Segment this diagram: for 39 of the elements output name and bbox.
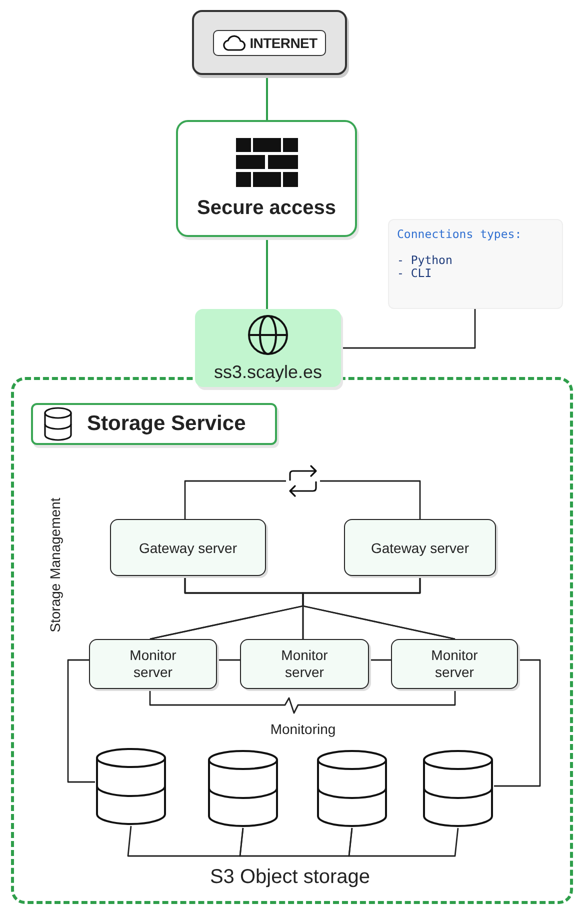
list-item: - Python <box>397 254 452 267</box>
connector-line <box>266 75 268 120</box>
database-cylinder <box>422 750 494 828</box>
connector-line <box>184 480 421 519</box>
node-label: Gateway server <box>370 540 470 556</box>
connector-line <box>67 659 95 783</box>
node-label: ss3.scayle.es <box>214 362 322 382</box>
connector-line <box>348 828 459 857</box>
connector-line <box>266 237 268 309</box>
connector-line <box>494 659 541 787</box>
node-label: Gateway server <box>138 540 238 556</box>
database-cylinder <box>316 750 388 828</box>
note-card <box>388 219 563 309</box>
vertical-label: Storage Management <box>47 496 63 634</box>
gateway-server-box <box>344 519 496 576</box>
section-caption: S3 Object storage <box>208 866 372 889</box>
node-label: Secure access <box>196 196 336 220</box>
note-heading: Connections types: <box>397 228 522 241</box>
database-cylinder <box>95 748 167 826</box>
monitor-server-box <box>89 639 217 689</box>
connector-line <box>302 576 456 640</box>
database-cylinder <box>207 750 279 828</box>
node-label: INTERNET <box>250 34 318 50</box>
gateway-server-box <box>110 519 266 576</box>
connector-line <box>369 659 391 661</box>
secure-access-box <box>176 120 357 237</box>
connector-line <box>341 309 476 349</box>
section-header-box <box>31 403 277 445</box>
node-label: Monitor server <box>430 647 479 681</box>
connector-line <box>217 659 240 661</box>
node-label: Storage Service <box>87 412 246 436</box>
list-item: - CLI <box>397 267 432 280</box>
node-label: Monitor server <box>280 647 329 681</box>
internet-box <box>192 10 347 75</box>
monitor-server-box <box>391 639 518 689</box>
connector-line <box>149 689 456 714</box>
node-label: Monitor server <box>128 647 178 681</box>
endpoint-box <box>195 309 341 387</box>
monitor-server-box <box>240 639 369 689</box>
